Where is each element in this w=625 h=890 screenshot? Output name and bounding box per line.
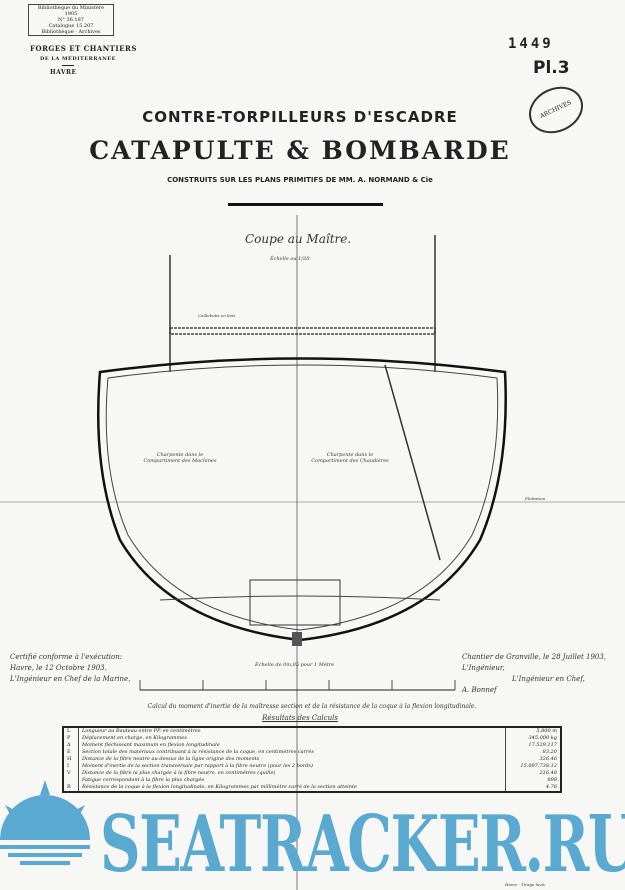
row-sym: I bbox=[63, 763, 79, 770]
deck-grating bbox=[169, 327, 436, 335]
scale-bar-label: Échelle de 0m,05 pour 1 Mètre bbox=[255, 662, 335, 668]
stamp-line: Bibliothèque · Archives bbox=[41, 29, 101, 35]
hull-inner-frame bbox=[105, 364, 499, 631]
stamp-line: N° 36.187 bbox=[58, 17, 84, 23]
sig-line: L'Ingénieur, bbox=[462, 664, 505, 672]
row-sym: L bbox=[63, 727, 79, 735]
sig-line: L'Ingénieur en Chef, bbox=[512, 675, 585, 683]
calc-heading: Calcul du moment d'inertie de la maîtres… bbox=[147, 703, 477, 710]
builder-city: HAVRE bbox=[50, 69, 77, 76]
row-text: Résistance de la coque à la flexion long… bbox=[82, 784, 357, 790]
inner-bottom bbox=[159, 595, 441, 601]
row-text: Section totale des matériaux contribuant… bbox=[82, 749, 314, 755]
right-signature-block: Chantier de Granville, le 28 Juillet 190… bbox=[462, 652, 622, 696]
library-stamp: Bibliothèque du Ministère 1905 N° 36.187… bbox=[28, 4, 114, 36]
deck-label: Caillebotis en bois bbox=[198, 313, 236, 318]
waterline-label: Flottaison bbox=[525, 496, 546, 501]
row-value: 898 bbox=[505, 777, 561, 784]
title-underline bbox=[228, 203, 383, 206]
title-ship-names: CATAPULTE & BOMBARDE bbox=[89, 136, 511, 165]
row-sym: Δ bbox=[63, 742, 79, 749]
row-value: 5.800 m bbox=[505, 727, 561, 735]
row-text: Déplacement en charge, en Kilogrammes bbox=[82, 735, 187, 741]
row-value: 216.48 bbox=[505, 770, 561, 777]
left-certification: Certifié conforme à l'exécution: Havre, … bbox=[10, 652, 135, 685]
plate-number: Pl.3 bbox=[533, 58, 570, 78]
row-value: 345.000 kg bbox=[505, 735, 561, 742]
row-text: Distance de la fibre la plus chargée à l… bbox=[82, 770, 276, 776]
title-line3: CONSTRUITS SUR LES PLANS PRIMITIFS DE MM… bbox=[167, 176, 433, 184]
stamp-line: 1905 bbox=[64, 11, 78, 17]
sheet-number: 1449 bbox=[508, 36, 554, 52]
title-line1: CONTRE-TORPILLEURS D'ESCADRE bbox=[142, 108, 458, 126]
row-sym: R bbox=[63, 784, 79, 792]
row-text: Fatigue correspondant à la fibre la plus… bbox=[82, 777, 205, 783]
builder-name: FORGES ET CHANTIERS bbox=[30, 44, 137, 53]
row-sym bbox=[63, 777, 79, 784]
row-value: 17.529.117 bbox=[505, 742, 561, 749]
cert-line: L'Ingénieur en Chef de la Marine, bbox=[10, 675, 131, 683]
divider bbox=[62, 65, 74, 66]
bulkhead-diagonal bbox=[384, 364, 441, 561]
row-text: Moment d'inertie de la section transvers… bbox=[82, 763, 313, 769]
row-sym: P bbox=[63, 735, 79, 742]
stamp-line: Bibliothèque du Ministère bbox=[37, 5, 105, 11]
row-value: 326.46 bbox=[505, 756, 561, 763]
watermark: SEATRACKER.RU bbox=[100, 799, 625, 890]
row-sym: E bbox=[63, 749, 79, 756]
builder-region: DE LA MÉDITERRANÉE bbox=[40, 56, 116, 62]
row-text: Moment fléchissant maximum en flexion lo… bbox=[82, 742, 220, 748]
row-text: Longueur au Bauteau entre PP, en centimè… bbox=[82, 728, 201, 734]
drawing-title: Coupe au Maître. bbox=[245, 232, 352, 246]
sig-line: Chantier de Granville, le 28 Juillet 190… bbox=[462, 653, 607, 661]
row-text: Distance de la fibre neutre au-dessus de… bbox=[82, 756, 260, 762]
stamp-line: Catalogue 15.207 bbox=[48, 23, 94, 29]
table-row: Fatigue correspondant à la fibre la plus… bbox=[63, 777, 561, 784]
keel bbox=[292, 632, 302, 646]
row-value: 15.097.738.12 bbox=[505, 763, 561, 770]
hull-outline bbox=[96, 357, 507, 642]
scale-ticks bbox=[139, 680, 456, 690]
left-compartment-label: Charpente dans le Compartiment des Machi… bbox=[143, 452, 217, 464]
right-compartment-label: Charpente dans le Compartiment des Chaud… bbox=[311, 452, 389, 464]
cert-line: Certifié conforme à l'exécution: bbox=[10, 653, 123, 661]
row-sym: V bbox=[63, 770, 79, 777]
engine-bed bbox=[249, 579, 341, 626]
drawing-scale: Échelle au 1/20 bbox=[270, 256, 310, 262]
calc-subheading: Résultats des Calculs bbox=[262, 714, 338, 722]
row-value: 4.76 bbox=[505, 784, 561, 792]
row-sym: H bbox=[63, 756, 79, 763]
sun-logo-icon bbox=[0, 780, 90, 865]
footer-note: Havre · Tirage lavis bbox=[505, 882, 545, 887]
row-value: 83.20 bbox=[505, 749, 561, 756]
sig-line: A. Bonnef bbox=[462, 686, 497, 694]
cert-line: Havre, le 12 Octobre 1903, bbox=[10, 664, 107, 672]
